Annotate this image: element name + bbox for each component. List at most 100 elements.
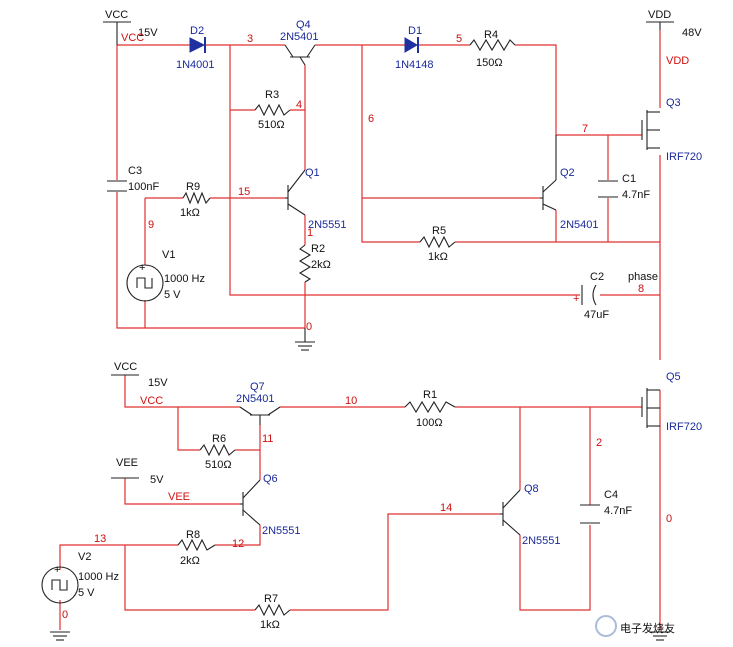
resistor-r3 — [254, 103, 291, 117]
source-v1: + — [126, 262, 164, 302]
v1-ref: V1 — [162, 249, 175, 261]
transistor-q7 — [239, 406, 281, 425]
r1-ref: R1 — [423, 389, 437, 401]
svg-text:+: + — [139, 262, 145, 274]
vee-label: VEE — [116, 457, 138, 469]
net-1: 1 — [307, 227, 313, 239]
net-12: 12 — [232, 538, 244, 550]
net-13: 13 — [94, 533, 106, 545]
svg-text:+: + — [54, 564, 60, 576]
component-labels: VCC15VVCCVDD48VVDDVCC15VVCCVEE5VVEED21N4… — [62, 9, 702, 635]
net-15: 15 — [238, 186, 250, 198]
vee-voltage: 5V — [150, 474, 164, 486]
c2-ref: C2 — [590, 271, 604, 283]
resistor-r9 — [182, 191, 211, 205]
c4-value: 4.7nF — [604, 505, 632, 517]
q4-part: 2N5401 — [280, 31, 319, 43]
r3-ref: R3 — [265, 89, 279, 101]
diode-d1 — [404, 37, 419, 53]
vcc-top-symbol — [103, 21, 131, 45]
d1-part: 1N4148 — [395, 59, 434, 71]
r6-value: 510Ω — [205, 459, 232, 471]
watermark-logo — [595, 615, 617, 637]
resistor-r8 — [177, 538, 216, 552]
resistor-r6 — [199, 443, 236, 457]
resistor-r5 — [419, 235, 456, 249]
vdd-symbol — [646, 21, 674, 30]
r8-ref: R8 — [186, 529, 200, 541]
r7-ref: R7 — [264, 593, 278, 605]
v2-ref: V2 — [78, 551, 91, 563]
r3-value: 510Ω — [258, 119, 285, 131]
q1-ref: Q1 — [305, 167, 320, 179]
r7-value: 1kΩ — [260, 619, 280, 631]
v2-amp: 5 V — [78, 587, 95, 599]
vcc-lower-voltage: 15V — [148, 377, 168, 389]
r2-value: 2kΩ — [311, 259, 331, 271]
net-0-upper: 0 — [306, 321, 312, 333]
diode-d2 — [189, 37, 206, 53]
q8-ref: Q8 — [524, 483, 539, 495]
d2-ref: D2 — [190, 25, 204, 37]
net-11: 11 — [262, 433, 273, 445]
capacitor-c2: + — [573, 284, 597, 306]
resistor-r2 — [298, 244, 312, 283]
d1-ref: D1 — [408, 25, 422, 37]
watermark-text: 电子发烧友 — [620, 621, 675, 635]
capacitor-c3 — [107, 180, 127, 192]
c1-value: 4.7nF — [622, 189, 650, 201]
ground-upper — [295, 328, 315, 351]
net-5: 5 — [456, 33, 462, 45]
q5-part: IRF720 — [666, 421, 702, 433]
svg-text:+: + — [573, 293, 579, 305]
d2-part: 1N4001 — [176, 59, 215, 71]
wires-lower — [59, 375, 661, 630]
r2-ref: R2 — [311, 243, 325, 255]
v2-freq: 1000 Hz — [78, 571, 119, 583]
r9-ref: R9 — [186, 181, 200, 193]
q2-ref: Q2 — [560, 167, 575, 179]
vdd-net: VDD — [666, 55, 689, 67]
net-2: 2 — [596, 437, 602, 449]
r5-ref: R5 — [432, 225, 446, 237]
vee-net: VEE — [168, 491, 190, 503]
r9-value: 1kΩ — [180, 207, 200, 219]
v1-amp: 5 V — [164, 289, 181, 301]
source-v2: + — [41, 564, 79, 604]
ground-lower-right — [650, 631, 670, 641]
transistor-q2 — [540, 135, 557, 211]
transistor-q4 — [284, 44, 316, 66]
r1-value: 100Ω — [416, 417, 443, 429]
capacitor-c1 — [598, 180, 618, 198]
net-0-left: 0 — [62, 609, 68, 621]
c3-value: 100nF — [128, 181, 159, 193]
r8-value: 2kΩ — [180, 555, 200, 567]
r6-ref: R6 — [212, 433, 226, 445]
net-14: 14 — [440, 502, 452, 514]
c1-ref: C1 — [622, 173, 636, 185]
vcc-lower-net: VCC — [140, 395, 163, 407]
vcc-top-voltage: 15V — [138, 27, 158, 39]
q4-ref: Q4 — [296, 19, 311, 31]
q5-ref: Q5 — [666, 371, 681, 383]
vdd-voltage: 48V — [682, 27, 702, 39]
q3-ref: Q3 — [666, 97, 681, 109]
c4-ref: C4 — [604, 489, 618, 501]
vcc-top-label: VCC — [105, 9, 128, 21]
r4-value: 150Ω — [476, 57, 503, 69]
net-6: 6 — [368, 113, 374, 125]
r4-ref: R4 — [484, 29, 498, 41]
net-0-right: 0 — [666, 513, 672, 525]
net-8: 8 — [638, 283, 644, 295]
transistor-q3 — [641, 110, 660, 150]
net-10: 10 — [345, 395, 357, 407]
net-3: 3 — [247, 33, 253, 45]
r5-value: 1kΩ — [428, 251, 448, 263]
q6-part: 2N5551 — [262, 525, 301, 537]
ground-lower-left — [50, 631, 70, 641]
net-7: 7 — [582, 123, 588, 135]
transistor-q5 — [641, 388, 660, 428]
q8-part: 2N5551 — [522, 535, 561, 547]
wires-upper — [116, 30, 661, 360]
transistor-q1 — [285, 169, 306, 216]
